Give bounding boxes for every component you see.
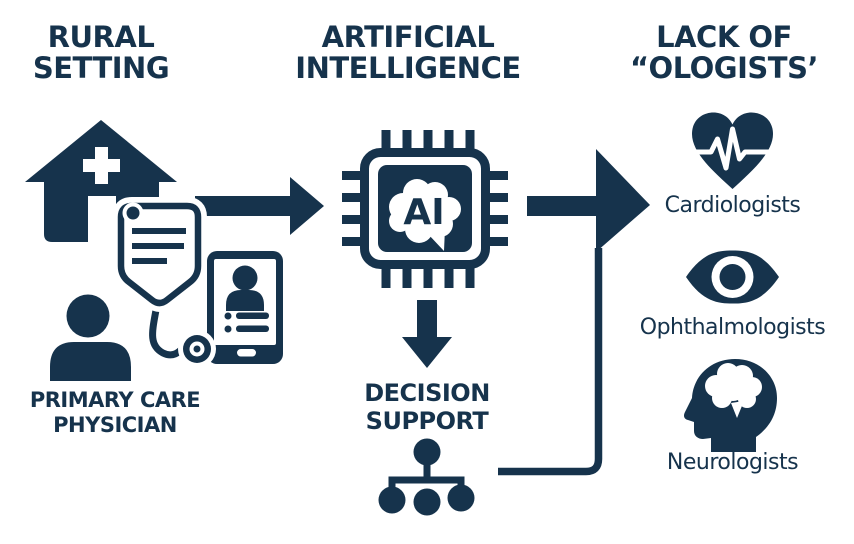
arrow-left-to-ai-icon	[195, 177, 324, 235]
label-neurologists: Neurologists	[666, 450, 799, 475]
chip-ai-label: AI	[403, 192, 444, 233]
title-lack-line2: “OLOGISTS’	[630, 51, 818, 85]
ai-chip-icon: AI	[342, 130, 508, 288]
title-ai-line1: ARTIFICIAL	[321, 20, 495, 54]
decision-to-specialists-line	[498, 248, 603, 476]
caption-line1: PRIMARY CARE	[29, 388, 201, 412]
caption-primary-care-physician: PRIMARY CARE PHYSICIAN	[20, 388, 210, 438]
patient-avatar-icon	[226, 265, 264, 311]
title-rural-line1: RURAL	[47, 20, 155, 54]
telehealth-phone-icon	[201, 245, 287, 368]
label-decision-support: DECISION SUPPORT	[347, 379, 507, 435]
title-rural-setting: RURAL SETTING	[0, 22, 202, 84]
caption-line2: PHYSICIAN	[53, 413, 177, 437]
phone-home-button	[237, 349, 256, 357]
arrow-ai-to-specialists-icon	[527, 149, 650, 252]
house-door	[88, 196, 116, 242]
medical-cross-icon	[83, 147, 120, 184]
title-lack-line1: LACK OF	[656, 20, 792, 54]
chip-brain-icon	[389, 179, 461, 251]
title-rural-line2: SETTING	[32, 51, 170, 85]
title-artificial-intelligence: ARTIFICIAL INTELLIGENCE	[283, 22, 533, 84]
head-brain-icon	[684, 359, 777, 452]
brain-shape	[705, 363, 762, 418]
patient-record-lines	[224, 312, 269, 333]
stethoscope-notes-icon	[112, 197, 216, 368]
decision-line1: DECISION	[364, 379, 490, 407]
decision-line2: SUPPORT	[365, 407, 489, 435]
heart-ekg-icon	[692, 112, 773, 189]
stethoscope-earpiece	[122, 202, 144, 224]
stethoscope-chestpiece	[178, 330, 216, 368]
ekg-trace	[692, 126, 773, 171]
arrow-ai-down-icon	[402, 300, 452, 368]
notes-lines	[132, 228, 186, 264]
title-ai-line2: INTELLIGENCE	[295, 51, 521, 85]
eye-pupil	[719, 264, 746, 290]
hierarchy-tree-icon	[378, 438, 475, 516]
label-cardiologists: Cardiologists	[664, 193, 801, 218]
person-icon	[50, 294, 131, 381]
title-lack-of-ologists: LACK OF “OLOGISTS’	[608, 22, 840, 84]
eye-icon	[686, 250, 779, 304]
label-ophthalmologists: Ophthalmologists	[639, 315, 826, 340]
chip-pins	[342, 130, 508, 288]
